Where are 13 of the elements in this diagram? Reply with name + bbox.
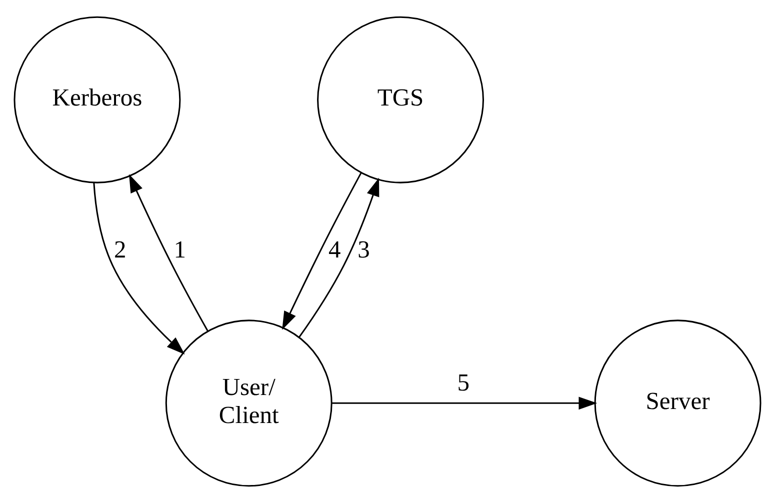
arrow: [93, 182, 185, 354]
node-circle: Kerberos: [14, 16, 181, 183]
arrow: [282, 172, 362, 330]
edge-label: 1: [174, 236, 186, 263]
edge-label: 2: [114, 236, 126, 263]
edge-label: 4: [328, 236, 341, 263]
edge-label: 5: [457, 369, 470, 396]
node-circle: TGS: [317, 16, 484, 183]
node-circle: Server: [594, 319, 762, 486]
arrow: [128, 174, 208, 331]
arrow: [298, 177, 380, 338]
arrow: [332, 396, 598, 410]
edge-label: 3: [358, 236, 370, 263]
